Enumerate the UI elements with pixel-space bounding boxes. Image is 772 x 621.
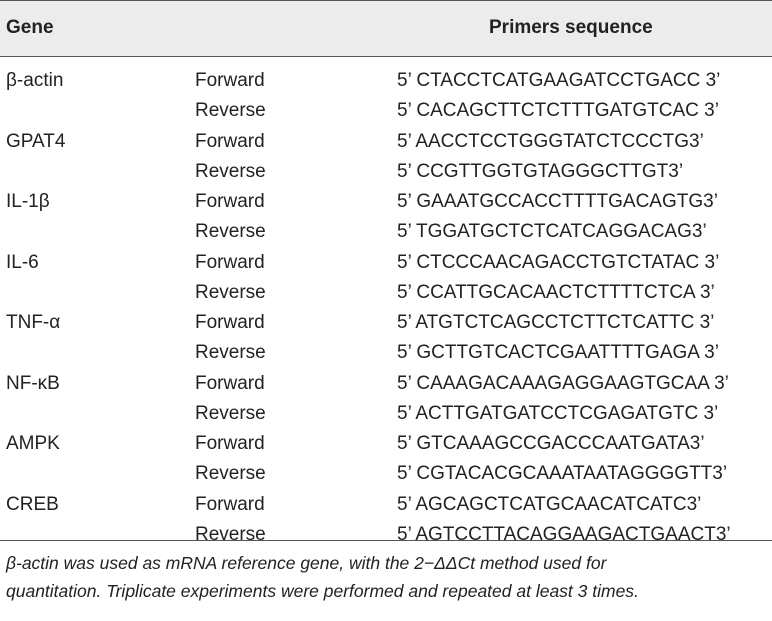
sequence-cell: 5’ CCGTTGGTGTAGGGCTTGT3’ <box>397 160 684 182</box>
direction-cell: Forward <box>195 433 265 454</box>
direction-cell: Forward <box>195 130 265 152</box>
direction-cell: Forward <box>195 251 265 273</box>
header-gene: Gene <box>6 17 54 38</box>
sequence-cell: 5’ CCATTGCACAACTCTTTTCTCA 3’ <box>397 281 715 303</box>
gene-cell: TNF-α <box>6 312 61 333</box>
table-row: Reverse 5’ CACAGCTTCTCTTTGATGTCAC 3’ <box>0 96 772 126</box>
sequence-cell: 5’ AGCAGCTCATGCAACATCATC3’ <box>397 493 702 515</box>
sequence-cell: 5’ CAAAGACAAAGAGGAAGTGCAA 3’ <box>397 372 729 394</box>
table-row: Reverse 5’ TGGATGCTCTCATCAGGACAG3’ <box>0 217 772 247</box>
table-row: Reverse 5’ CGTACACGCAAATAATAGGGGTT3’ <box>0 459 772 489</box>
bottom-rule <box>0 540 772 541</box>
table-body: β-actin Forward 5’ CTACCTCATGAAGATCCTGAC… <box>0 66 772 550</box>
table-footnote: β-actin was used as mRNA reference gene,… <box>6 549 766 605</box>
table-header: Gene Primers sequence <box>0 0 772 56</box>
direction-cell: Reverse <box>195 100 266 122</box>
table-row: Reverse 5’ AGTCCTTACAGGAAGACTGAACT3’ <box>0 520 772 550</box>
direction-cell: Reverse <box>195 281 266 303</box>
gene-cell: AMPK <box>6 433 60 454</box>
header-rule <box>0 56 772 57</box>
footnote-line-1: β-actin was used as mRNA reference gene,… <box>6 553 607 573</box>
table-row: Reverse 5’ CCGTTGGTGTAGGGCTTGT3’ <box>0 157 772 187</box>
table-row: NF-κB Forward 5’ CAAAGACAAAGAGGAAGTGCAA … <box>0 369 772 399</box>
header-primers-sequence: Primers sequence <box>489 17 653 38</box>
direction-cell: Forward <box>195 191 265 212</box>
table-row: β-actin Forward 5’ CTACCTCATGAAGATCCTGAC… <box>0 66 772 96</box>
gene-cell: β-actin <box>6 70 64 91</box>
gene-cell: IL-1β <box>6 191 50 212</box>
direction-cell: Reverse <box>195 342 266 364</box>
sequence-cell: 5’ CACAGCTTCTCTTTGATGTCAC 3’ <box>397 100 719 122</box>
sequence-cell: 5’ GAAATGCCACCTTTTGACAGTG3’ <box>397 191 718 212</box>
gene-cell: NF-κB <box>6 372 60 394</box>
direction-cell: Forward <box>195 372 265 394</box>
table-row: TNF-α Forward 5’ ATGTCTCAGCCTCTTCTCATTC … <box>0 308 772 338</box>
top-rule <box>0 0 772 1</box>
direction-cell: Forward <box>195 70 265 91</box>
sequence-cell: 5’ TGGATGCTCTCATCAGGACAG3’ <box>397 221 707 243</box>
direction-cell: Reverse <box>195 221 266 243</box>
table-row: Reverse 5’ GCTTGTCACTCGAATTTTGAGA 3’ <box>0 338 772 368</box>
sequence-cell: 5’ CTACCTCATGAAGATCCTGACC 3’ <box>397 70 721 91</box>
sequence-cell: 5’ GTCAAAGCCGACCCAATGATA3’ <box>397 433 705 454</box>
gene-cell: GPAT4 <box>6 130 66 152</box>
table-row: Reverse 5’ ACTTGATGATCCTCGAGATGTC 3’ <box>0 399 772 429</box>
direction-cell: Reverse <box>195 160 266 182</box>
footnote-line-2: quantitation. Triplicate experiments wer… <box>6 581 639 601</box>
sequence-cell: 5’ AACCTCCTGGGTATCTCCCTG3’ <box>397 130 704 152</box>
direction-cell: Forward <box>195 493 265 515</box>
direction-cell: Reverse <box>195 402 266 424</box>
sequence-cell: 5’ ACTTGATGATCCTCGAGATGTC 3’ <box>397 402 719 424</box>
table-row: GPAT4 Forward 5’ AACCTCCTGGGTATCTCCCTG3’ <box>0 127 772 157</box>
table-row: IL-6 Forward 5’ CTCCCAACAGACCTGTCTATAC 3… <box>0 248 772 278</box>
direction-cell: Reverse <box>195 523 266 545</box>
sequence-cell: 5’ GCTTGTCACTCGAATTTTGAGA 3’ <box>397 342 719 364</box>
sequence-cell: 5’ CGTACACGCAAATAATAGGGGTT3’ <box>397 463 728 485</box>
gene-cell: CREB <box>6 493 59 515</box>
sequence-cell: 5’ ATGTCTCAGCCTCTTCTCATTC 3’ <box>397 312 715 333</box>
table-row: CREB Forward 5’ AGCAGCTCATGCAACATCATC3’ <box>0 490 772 520</box>
gene-cell: IL-6 <box>6 251 39 273</box>
table-row: Reverse 5’ CCATTGCACAACTCTTTTCTCA 3’ <box>0 278 772 308</box>
direction-cell: Forward <box>195 312 265 333</box>
table-row: AMPK Forward 5’ GTCAAAGCCGACCCAATGATA3’ <box>0 429 772 459</box>
sequence-cell: 5’ AGTCCTTACAGGAAGACTGAACT3’ <box>397 523 731 545</box>
sequence-cell: 5’ CTCCCAACAGACCTGTCTATAC 3’ <box>397 251 720 273</box>
table-row: IL-1β Forward 5’ GAAATGCCACCTTTTGACAGTG3… <box>0 187 772 217</box>
direction-cell: Reverse <box>195 463 266 485</box>
